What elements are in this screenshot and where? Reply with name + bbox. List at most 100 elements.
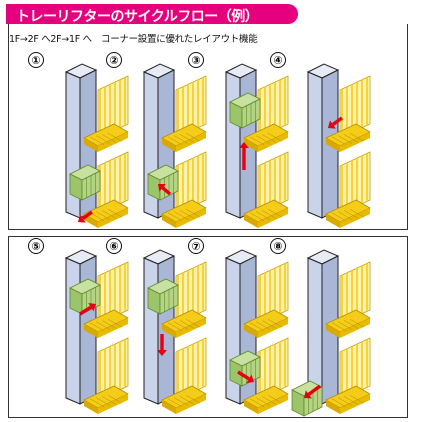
stair-edge (340, 394, 370, 414)
lifter-illustration (291, 249, 371, 417)
stair-hatch (179, 320, 195, 329)
stair-edge (258, 318, 288, 338)
upper-stair (325, 75, 371, 152)
stair-edge (326, 138, 340, 152)
stair-hatch (255, 211, 271, 220)
stair-edge (176, 318, 206, 338)
step-number-badge: ③ (188, 52, 204, 68)
stair-hatch (95, 321, 111, 330)
tray-box (69, 278, 101, 315)
stair-hatch (173, 135, 189, 144)
shaft-side (307, 71, 323, 219)
arrow-shaft (79, 305, 92, 316)
cycle-step-8: ⑧ (270, 238, 384, 422)
stair-hatch (255, 135, 271, 144)
stair-hatch (267, 394, 283, 404)
lifter-illustration (224, 249, 289, 414)
stair-hatch (261, 210, 277, 219)
stair-edge (176, 208, 206, 228)
stair-hatch (173, 211, 189, 220)
flow-arrow (157, 334, 167, 356)
arrow-shaft (237, 370, 250, 381)
flow-arrow (79, 302, 96, 316)
stair-edge (340, 132, 370, 152)
stair-edge (162, 214, 176, 228)
stair-edge (84, 138, 98, 152)
stair-hatch (349, 394, 365, 404)
stair-hatch (107, 318, 123, 328)
arrow-head (304, 390, 312, 399)
lower-stair (243, 337, 289, 414)
arrow-head (158, 184, 166, 192)
stair-edge (258, 394, 288, 414)
stair-hatch (101, 320, 117, 329)
arrow-shaft (307, 384, 322, 396)
step-number-badge: ⑧ (270, 238, 286, 254)
shaft-side (225, 71, 241, 219)
stair-edge (98, 394, 128, 414)
arrow-head (88, 302, 96, 312)
top-panel (8, 24, 408, 230)
cycle-step-2: ② (106, 52, 220, 236)
arrow-head (239, 142, 249, 148)
stair-hatch (349, 318, 365, 328)
tray-box (229, 92, 261, 129)
stair-hatch (173, 397, 189, 406)
stair-edge (244, 214, 258, 228)
lower-stair (83, 337, 129, 414)
stair-edge (84, 214, 98, 228)
step-number-badge: ① (28, 52, 44, 68)
stair-hatch (249, 322, 265, 332)
step-number-badge: ⑦ (188, 238, 204, 254)
stair-hatch (179, 396, 195, 405)
lower-stair (325, 337, 371, 414)
stair-hatch (107, 208, 123, 218)
stair-hatch (261, 134, 277, 143)
subtitle: 1F→2F へ2F→1F へ コーナー設置に優れたレイアウト機能 (9, 34, 258, 45)
stair-hatch (249, 136, 265, 146)
title-bar: トレーリフターのサイクルフロー（例） (6, 4, 298, 25)
stair-hatch (249, 398, 265, 408)
stair-edge (340, 318, 370, 338)
lifter-illustration (306, 63, 371, 228)
lifter-illustration (64, 63, 129, 228)
stair-hatch (343, 396, 359, 405)
stair-hatch (167, 322, 183, 332)
stair-hatch (185, 132, 201, 142)
stair-hatch (89, 136, 105, 146)
stair-hatch (179, 210, 195, 219)
stair-edge (176, 394, 206, 414)
stair-hatch (185, 394, 201, 404)
lower-stair (161, 151, 207, 228)
stair-edge (162, 400, 176, 414)
stair-hatch (331, 136, 347, 146)
flow-arrow (158, 184, 172, 196)
upper-stair (243, 75, 289, 152)
upper-stair (161, 261, 207, 338)
lower-stair (243, 151, 289, 228)
arrow-head (328, 120, 336, 129)
cycle-step-4: ④ (270, 52, 384, 236)
stair-hatch (343, 134, 359, 143)
stair-hatch (337, 135, 353, 144)
lifter-illustration (224, 63, 289, 228)
lifter-illustration (142, 249, 207, 414)
arrow-shaft (81, 210, 93, 220)
stair-edge (258, 208, 288, 228)
arrow-head (78, 214, 86, 223)
arrow-head (157, 350, 167, 356)
cycle-step-7: ⑦ (188, 238, 302, 422)
stair-hatch (255, 397, 271, 406)
upper-stair (161, 75, 207, 152)
step-number-badge: ④ (270, 52, 286, 68)
flow-arrow (237, 370, 254, 384)
lifter-illustration (142, 63, 207, 228)
tray-box (147, 278, 179, 315)
cycle-step-5: ⑤ (28, 238, 142, 422)
stair-hatch (167, 136, 183, 146)
stair-hatch (267, 132, 283, 142)
step-number-badge: ⑤ (28, 238, 44, 254)
stair-hatch (343, 320, 359, 329)
step-number-badge: ⑥ (106, 238, 122, 254)
stair-hatch (337, 397, 353, 406)
